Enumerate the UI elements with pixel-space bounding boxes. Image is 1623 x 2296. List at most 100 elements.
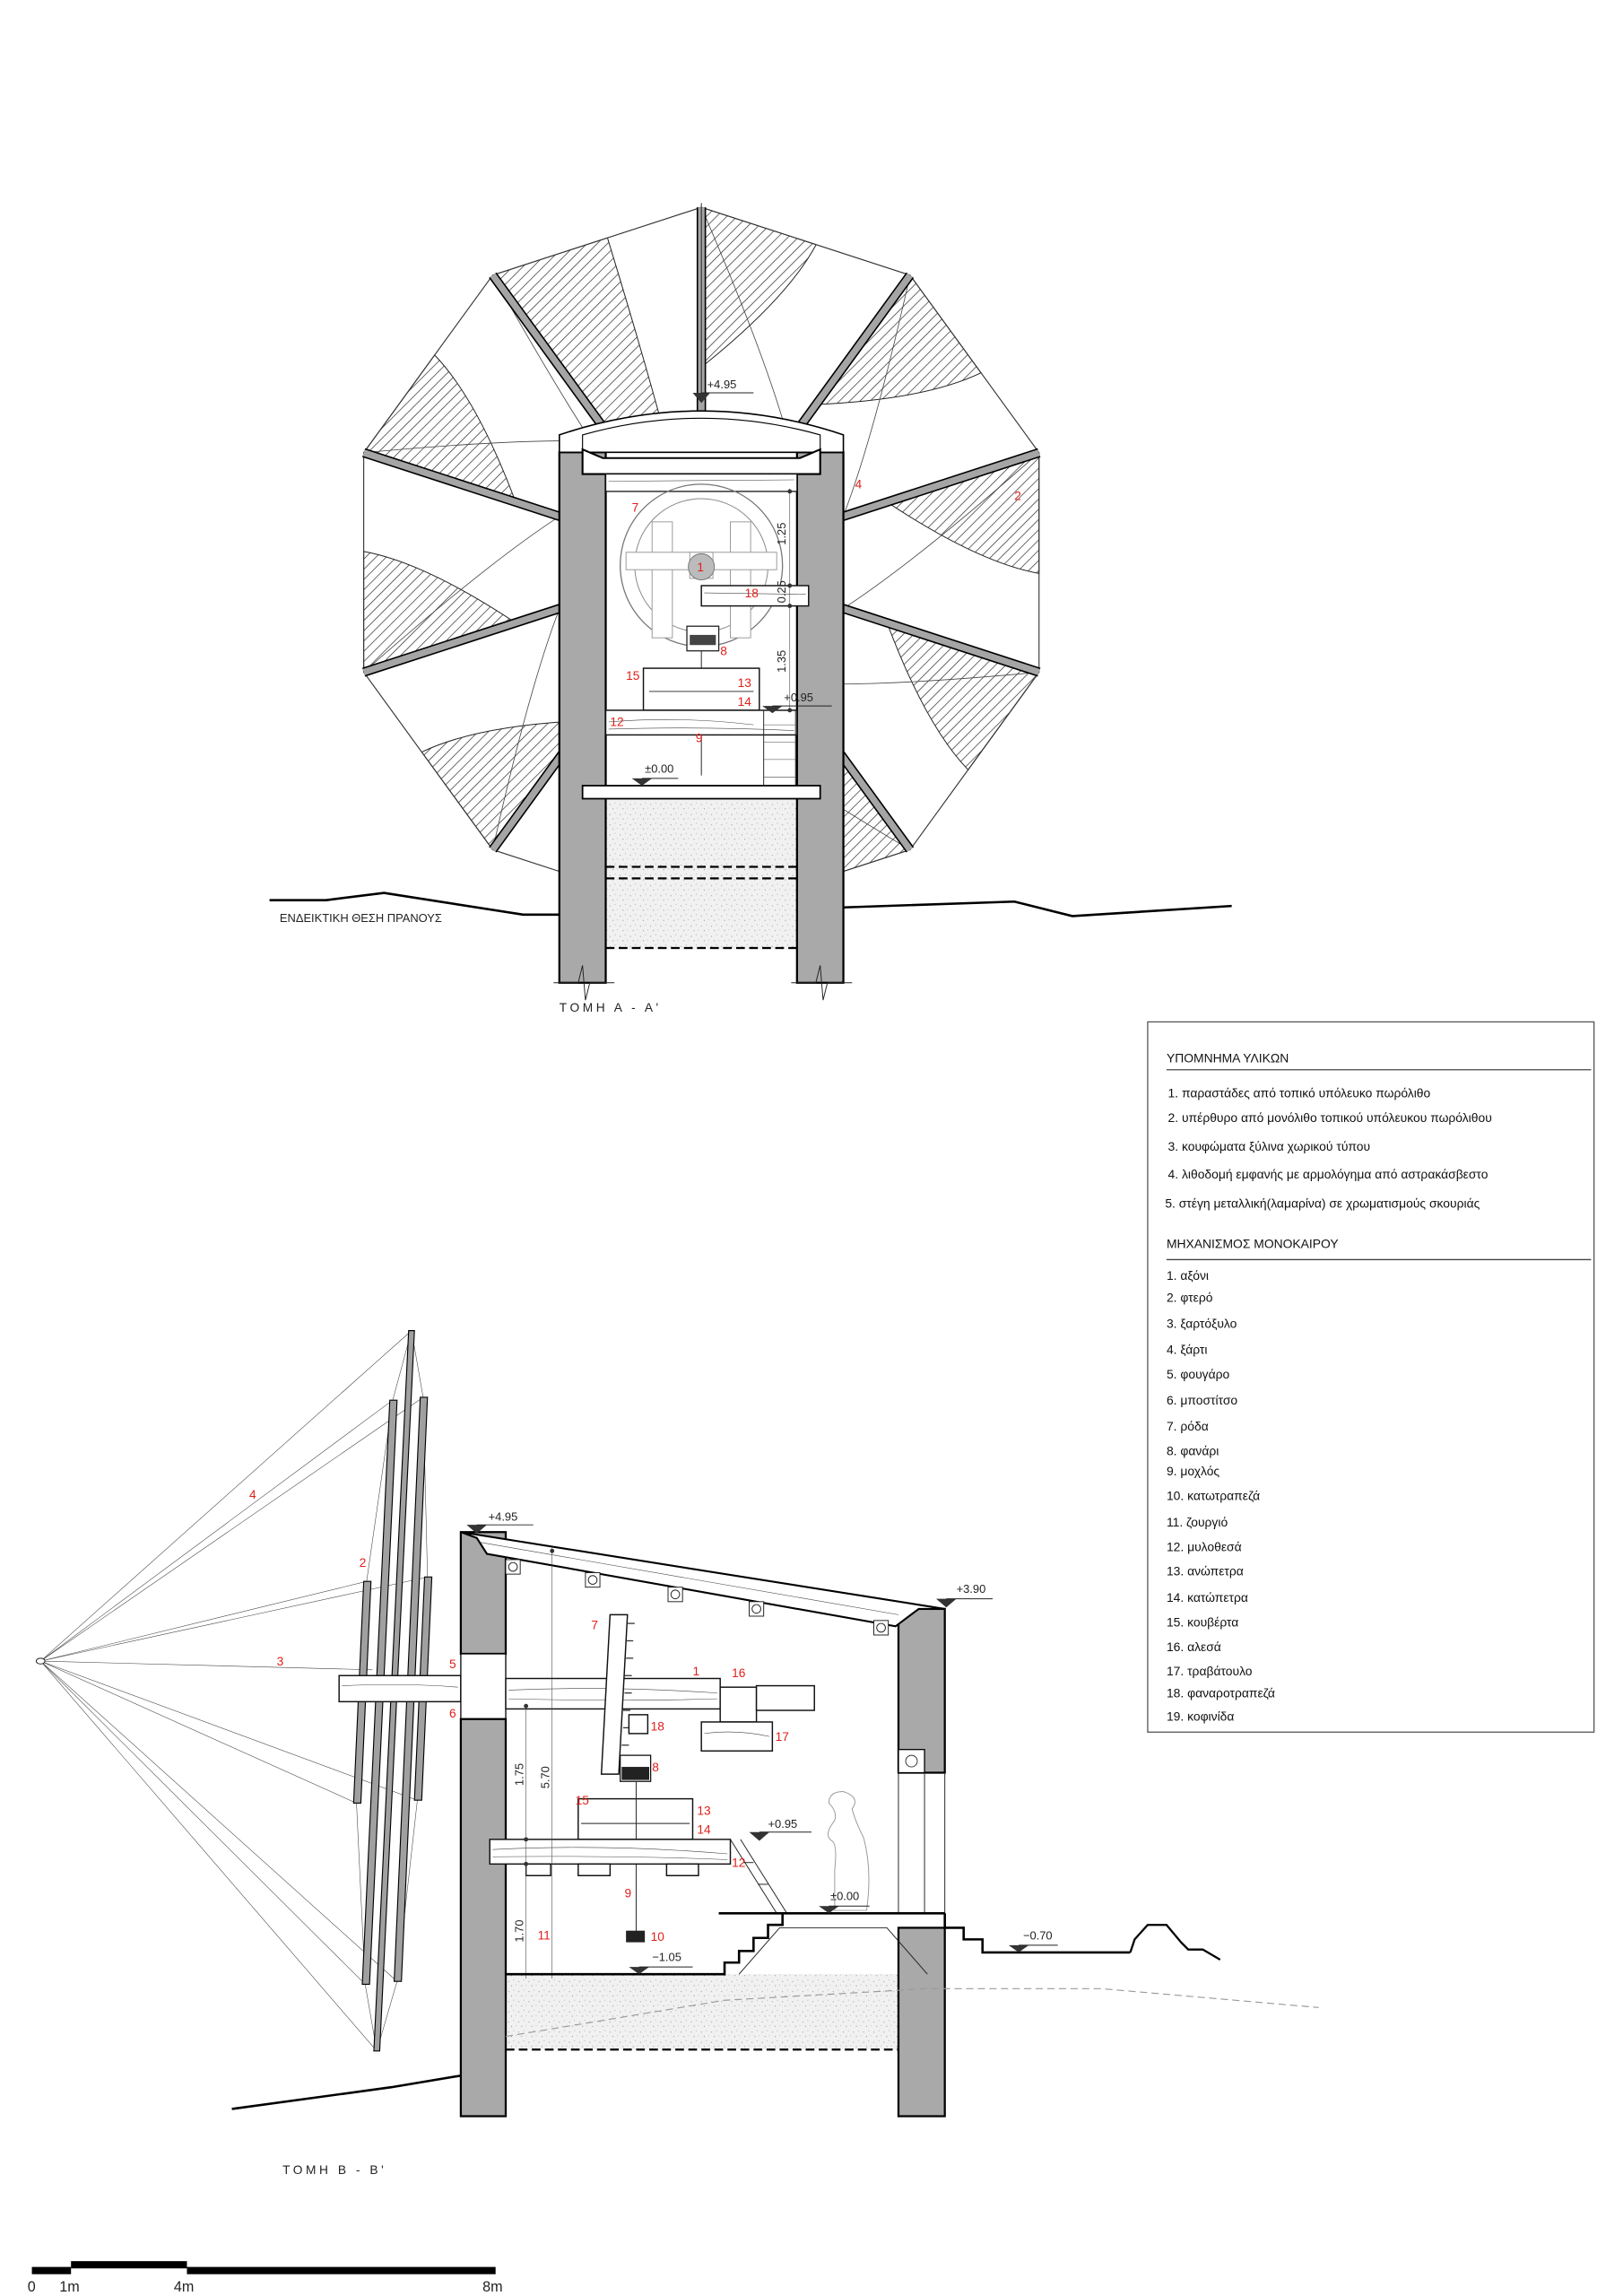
legend-mechanism-item: 15. κουβέρτα — [1167, 1614, 1238, 1629]
legend-mechanism-item: 11. ζουργιό — [1167, 1515, 1228, 1529]
legend-mechanism-item: 17. τραβάτουλο — [1167, 1664, 1253, 1678]
sail-rope — [909, 672, 1040, 850]
legend-mechanism-item: 8. φανάρι — [1167, 1444, 1219, 1458]
sail-spar-fill — [362, 449, 572, 524]
sail-rope — [492, 206, 702, 276]
wall-left — [558, 451, 607, 984]
scale-label: 4m — [174, 2279, 194, 2295]
window-lintel — [898, 1749, 925, 1774]
callout-shaft: 1 — [697, 561, 704, 574]
level-marker — [762, 706, 783, 714]
callout-bearing: 6 — [449, 1707, 456, 1720]
sail-spar-fill — [831, 449, 1040, 524]
level-mill-floor: +0.95 — [784, 691, 813, 704]
sail-cloth-hatched — [815, 274, 982, 405]
legend-mechanism-item: 9. μοχλός — [1167, 1464, 1219, 1478]
callout-wheel: 7 — [591, 1619, 598, 1632]
wheel-teeth — [621, 1622, 635, 1746]
legend-mechanism-item: 13. ανώπετρα — [1167, 1564, 1244, 1578]
sail-rope — [701, 206, 911, 276]
legend-mechanism-item: 4. ξάρτι — [1167, 1342, 1208, 1356]
callout-lower-stone: 14 — [697, 1822, 711, 1836]
slope-line-left — [269, 891, 560, 917]
callout-shaft: 1 — [692, 1665, 699, 1678]
level-eave: +3.90 — [957, 1582, 986, 1596]
ladder — [730, 1839, 787, 1914]
legend-material-item: 1. παραστάδες από τοπικό υπόλευκο πωρόλι… — [1168, 1085, 1431, 1100]
legend-material-item: 4. λιθοδομή εμφανής με αρμολόγημα από ασ… — [1168, 1167, 1488, 1181]
scale-bar: 0 1m 4m 8m — [28, 2261, 503, 2295]
wall-right — [795, 451, 845, 984]
level-marker — [1008, 1944, 1029, 1952]
dimension-label: 5.70 — [538, 1766, 551, 1788]
sail-edge — [492, 608, 560, 850]
legend-mechanism-title: ΜΗΧΑΝΙΣΜΟΣ ΜΟΝΟΚΑΙΡΟΥ — [1167, 1237, 1339, 1251]
level-marker — [935, 1598, 957, 1608]
ground-floor-slab — [581, 785, 821, 800]
lower-table — [626, 1930, 646, 1943]
callout-post: 11 — [538, 1928, 551, 1942]
level-ground-floor: ±0.00 — [645, 761, 673, 775]
level-basement: −1.05 — [652, 1951, 681, 1964]
sail-hub-tip — [35, 1657, 46, 1665]
legend-box: ΥΠΟΜΝΗΜΑ ΥΛΙΚΩΝ 1. παραστάδες από τοπικό… — [1147, 1021, 1595, 1733]
legend-mechanism-item: 5. φουγάρο — [1167, 1367, 1230, 1381]
roof-slope — [460, 1531, 945, 1628]
sail-edge — [363, 516, 560, 673]
scale-label: 0 — [28, 2279, 36, 2295]
level-marker — [749, 1831, 770, 1841]
legend-mechanism-item: 19. κοφινίδα — [1167, 1709, 1234, 1723]
level-marker — [629, 1967, 649, 1975]
callout-spar: 3 — [277, 1655, 284, 1668]
roof-purlins — [505, 1559, 890, 1636]
person-silhouette — [828, 1791, 870, 1911]
interior-stairs — [506, 1913, 784, 1976]
dimension-label: 1.35 — [775, 650, 788, 673]
basement-slope — [738, 1926, 928, 1975]
callout-mill-beam: 12 — [610, 716, 623, 729]
level-marker — [692, 393, 710, 404]
callout-chimney: 5 — [449, 1657, 456, 1671]
sail-cloth-hatched — [362, 354, 516, 503]
legend-material-item: 3. κουφώματα ξύλινα χωρικού τύπου — [1168, 1139, 1371, 1153]
section-aa-title: ΤΟΜΗ Α - Α' — [560, 1001, 662, 1014]
callout-lower-table: 10 — [651, 1930, 665, 1944]
mill-floor-beam — [604, 709, 798, 736]
main-shaft-outer — [338, 1674, 462, 1703]
callout-lantern: 8 — [720, 645, 727, 658]
legend-mechanism-item: 7. ρόδα — [1167, 1419, 1209, 1433]
callout-lever: 9 — [625, 1887, 632, 1900]
sail-cloth-hatched — [886, 622, 1040, 771]
lantern-table — [700, 585, 810, 607]
shaft-end — [755, 1684, 815, 1711]
level-outside: −0.70 — [1023, 1928, 1053, 1942]
wall-opening — [460, 1653, 507, 1720]
legend-material-item: 2. υπέρθυρο από μονόλιθο τοπικού υπόλευκ… — [1168, 1110, 1492, 1125]
roof-arch — [558, 410, 845, 454]
callout-sail: 2 — [1014, 490, 1021, 503]
level-top: +4.95 — [707, 378, 737, 391]
callout-cover: 15 — [576, 1794, 590, 1807]
roof-lid — [581, 448, 821, 475]
callout-lantern-table: 18 — [745, 587, 759, 600]
rock — [1129, 1924, 1221, 1961]
millstone-housing — [642, 667, 760, 711]
legend-mechanism-item: 3. ξαρτόξυλο — [1167, 1316, 1237, 1330]
basement-fill — [506, 1974, 898, 2050]
legend-mechanism-item: 10. κατωτραπεζά — [1167, 1489, 1260, 1503]
callout-grinding-block: 16 — [732, 1666, 746, 1680]
callout-mill-beam: 12 — [732, 1857, 745, 1870]
wall-right-foundation — [897, 1926, 946, 2118]
sail-cloth-hatched — [886, 452, 1040, 574]
foundation-fill — [605, 798, 797, 950]
callout-cover: 15 — [626, 669, 640, 683]
legend-materials-list: 1. παραστάδες από τοπικό υπόλευκο πωρόλι… — [1165, 1085, 1491, 1210]
roof-inner — [582, 417, 821, 453]
callout-lantern-table: 18 — [651, 1720, 665, 1734]
level-top: +4.95 — [489, 1509, 518, 1523]
legend-materials-title: ΥΠΟΜΝΗΜΑ ΥΛΙΚΩΝ — [1167, 1051, 1289, 1065]
legend-material-item: 5. στέγη μεταλλική(λαμαρίνα) σε χρωματισ… — [1165, 1196, 1480, 1210]
slope-line-right — [843, 900, 1232, 918]
sail-rope — [909, 274, 1040, 454]
